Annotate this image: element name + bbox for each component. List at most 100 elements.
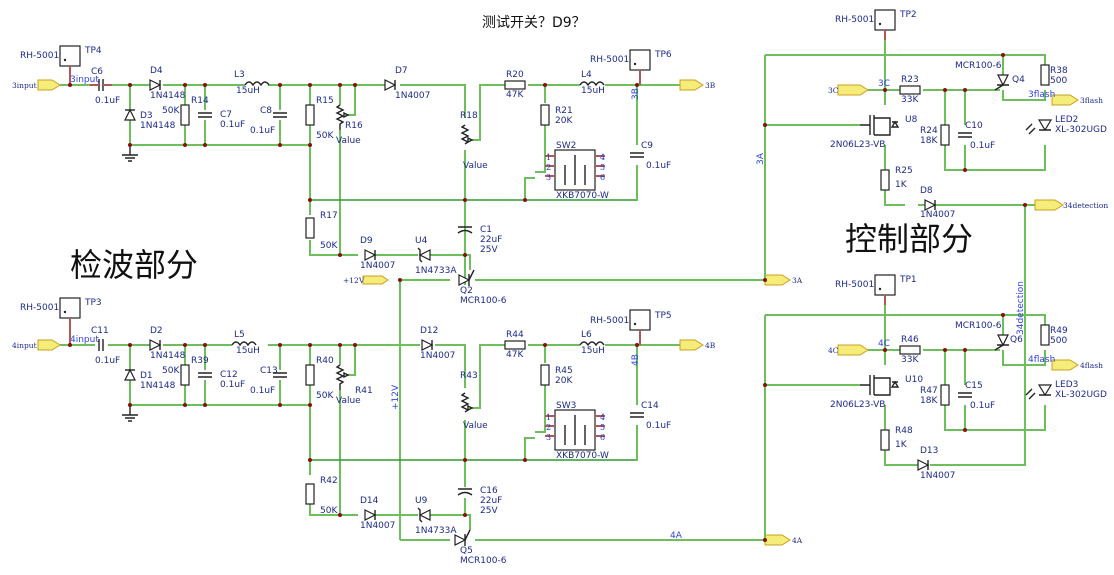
resistor-r25[interactable]: R25 1K bbox=[880, 166, 913, 191]
svg-text:D14: D14 bbox=[360, 496, 379, 506]
inductor-l6[interactable]: L6 15uH bbox=[579, 330, 605, 356]
svg-text:R45: R45 bbox=[555, 366, 573, 376]
capacitor-c16[interactable]: C16 22uF 25V bbox=[457, 486, 502, 516]
svg-text:0.1uF: 0.1uF bbox=[95, 96, 120, 106]
resistor-r40[interactable]: R40 50K bbox=[305, 356, 334, 401]
diode-d8[interactable]: D8 1N4007 bbox=[920, 186, 955, 220]
global-label-34detection[interactable]: 34detection bbox=[1034, 199, 1108, 211]
testpoint-tp3[interactable]: RH-5001 TP3 bbox=[20, 297, 102, 345]
scr-q4[interactable]: MCR100-6 Q4 bbox=[955, 61, 1025, 91]
capacitor-c10[interactable]: C10 0.1uF bbox=[958, 121, 995, 151]
capacitor-c8[interactable]: C8 0.1uF bbox=[250, 106, 287, 136]
capacitor-c14[interactable]: C14 0.1uF bbox=[630, 401, 671, 431]
svg-text:2N06L23-VB: 2N06L23-VB bbox=[830, 140, 885, 150]
inductor-l3[interactable]: L3 15uH bbox=[234, 70, 270, 96]
capacitor-c15[interactable]: C15 0.1uF bbox=[958, 381, 995, 411]
resistor-r44[interactable]: R44 47K bbox=[504, 330, 526, 360]
scr-q5[interactable]: Q5 MCR100-6 bbox=[454, 529, 507, 566]
potentiometer-r16[interactable]: R16 Value bbox=[335, 104, 363, 146]
switch-sw3[interactable]: 1 2 3 4 5 6 SW3 XKB7070-W bbox=[545, 401, 609, 461]
svg-text:TP6: TP6 bbox=[654, 50, 672, 60]
resistor-r46[interactable]: R46 33K bbox=[899, 335, 921, 365]
svg-text:1N4148: 1N4148 bbox=[150, 91, 186, 101]
diode-d4[interactable]: D4 1N4148 bbox=[149, 66, 186, 101]
led-led2[interactable]: LED2 XL-302UGD bbox=[1025, 115, 1107, 135]
led-led3[interactable]: LED3 XL-302UGD bbox=[1025, 380, 1107, 400]
diode-d2[interactable]: D2 1N4148 bbox=[149, 326, 186, 361]
svg-text:33K: 33K bbox=[901, 95, 919, 105]
diode-d12[interactable]: D12 1N4007 bbox=[420, 326, 455, 361]
capacitor-c9[interactable]: C9 0.1uF bbox=[630, 141, 671, 171]
testpoint-tp4[interactable]: RH-5001 TP4 bbox=[20, 45, 102, 85]
testpoint-tp5[interactable]: RH-5001 TP5 bbox=[590, 309, 672, 345]
mosfet-u10[interactable]: U10 2N06L23-VB bbox=[830, 375, 923, 410]
resistor-r47[interactable]: R47 18K bbox=[920, 384, 950, 406]
global-label-4c[interactable]: 4C bbox=[828, 344, 869, 356]
diode-d9[interactable]: D9 1N4007 bbox=[360, 236, 395, 271]
global-label-3input[interactable]: 3input bbox=[12, 79, 61, 91]
capacitor-c11[interactable]: C11 0.1uF bbox=[91, 326, 120, 366]
resistor-r17[interactable]: R17 50K bbox=[305, 211, 338, 251]
resistor-r39[interactable]: 50K R39 bbox=[162, 356, 209, 386]
control-3-wires bbox=[764, 35, 1046, 466]
testpoint-tp6[interactable]: RH-5001 TP6 bbox=[590, 49, 672, 85]
svg-text:6: 6 bbox=[600, 173, 605, 182]
capacitor-c6[interactable]: C6 0.1uF bbox=[90, 67, 120, 106]
inductor-l4[interactable]: L4 15uH bbox=[579, 70, 605, 96]
inductor-l5[interactable]: L5 15uH bbox=[231, 330, 260, 356]
svg-text:6: 6 bbox=[600, 433, 605, 442]
global-label-3flash[interactable]: 3flash bbox=[1051, 94, 1103, 106]
capacitor-c7[interactable]: C7 0.1uF bbox=[198, 110, 245, 130]
global-label-4flash[interactable]: 4flash bbox=[1051, 359, 1103, 371]
potentiometer-r41[interactable]: R41 Value bbox=[335, 364, 373, 406]
global-label-3c[interactable]: 3C bbox=[828, 84, 869, 96]
potentiometer-r18[interactable]: R18 Value bbox=[460, 111, 488, 171]
svg-text:L4: L4 bbox=[581, 70, 592, 80]
switch-sw2[interactable]: 1 2 3 4 5 6 SW2 XKB7070-W bbox=[545, 141, 609, 201]
capacitor-c13[interactable]: C13 0.1uF bbox=[250, 366, 287, 396]
svg-text:3: 3 bbox=[546, 433, 551, 442]
resistor-r42[interactable]: R42 50K bbox=[305, 476, 338, 516]
testpoint-tp1[interactable]: RH-5001 TP1 bbox=[835, 274, 917, 305]
testpoint-tp2[interactable]: RH-5001 TP2 bbox=[835, 9, 917, 40]
global-label-3b[interactable]: 3B bbox=[679, 79, 716, 91]
scr-q6[interactable]: MCR100-6 Q6 bbox=[955, 321, 1023, 351]
svg-text:D1: D1 bbox=[140, 371, 153, 381]
global-label-4b[interactable]: 4B bbox=[679, 339, 716, 351]
resistor-r15[interactable]: R15 50K bbox=[305, 96, 334, 141]
global-label-3a[interactable]: 3A bbox=[764, 274, 803, 286]
diode-d13[interactable]: D13 1N4007 bbox=[917, 446, 955, 481]
resistor-r23[interactable]: R23 33K bbox=[899, 75, 921, 105]
scr-q2[interactable]: Q2 MCR100-6 bbox=[458, 269, 507, 306]
diode-d3[interactable]: D3 1N4148 bbox=[124, 108, 176, 131]
svg-text:Q5: Q5 bbox=[460, 546, 473, 556]
resistor-r20[interactable]: R20 47K bbox=[504, 70, 526, 100]
diode-d7[interactable]: D7 1N4007 bbox=[384, 66, 430, 101]
global-label-4input[interactable]: 4input bbox=[12, 339, 61, 351]
capacitor-c1[interactable]: C1 22uF 25V bbox=[457, 225, 502, 255]
mosfet-u8[interactable]: U8 2N06L23-VB bbox=[830, 115, 918, 150]
diode-d1[interactable]: D1 1N4148 bbox=[124, 368, 176, 391]
svg-text:TP1: TP1 bbox=[899, 275, 917, 285]
resistor-r24[interactable]: R24 18K bbox=[920, 124, 950, 146]
svg-text:L6: L6 bbox=[581, 330, 592, 340]
svg-text:L3: L3 bbox=[234, 70, 245, 80]
resistor-r45[interactable]: R45 20K bbox=[540, 364, 573, 386]
global-label-12v[interactable]: +12V bbox=[343, 275, 389, 285]
zener-u4[interactable]: U4 1N4733A bbox=[415, 236, 457, 276]
potentiometer-r43[interactable]: R43 Value bbox=[460, 371, 488, 431]
svg-text:D9: D9 bbox=[360, 236, 373, 246]
capacitor-c12[interactable]: C12 0.1uF bbox=[198, 370, 245, 390]
svg-text:R15: R15 bbox=[316, 96, 334, 106]
resistor-r14[interactable]: 50K R14 bbox=[162, 96, 209, 126]
diode-d14[interactable]: D14 1N4007 bbox=[360, 496, 395, 531]
zener-u9[interactable]: U9 1N4733A bbox=[415, 496, 457, 536]
resistor-r48[interactable]: R48 1K bbox=[880, 426, 913, 451]
svg-text:1: 1 bbox=[546, 413, 551, 422]
global-label-4a[interactable]: 4A bbox=[764, 534, 803, 546]
resistor-r21[interactable]: R21 20K bbox=[540, 104, 573, 126]
resistor-r38[interactable]: R38 500 bbox=[1040, 64, 1068, 86]
svg-text:LED3: LED3 bbox=[1055, 380, 1078, 390]
resistor-r49[interactable]: R49 500 bbox=[1040, 324, 1068, 346]
